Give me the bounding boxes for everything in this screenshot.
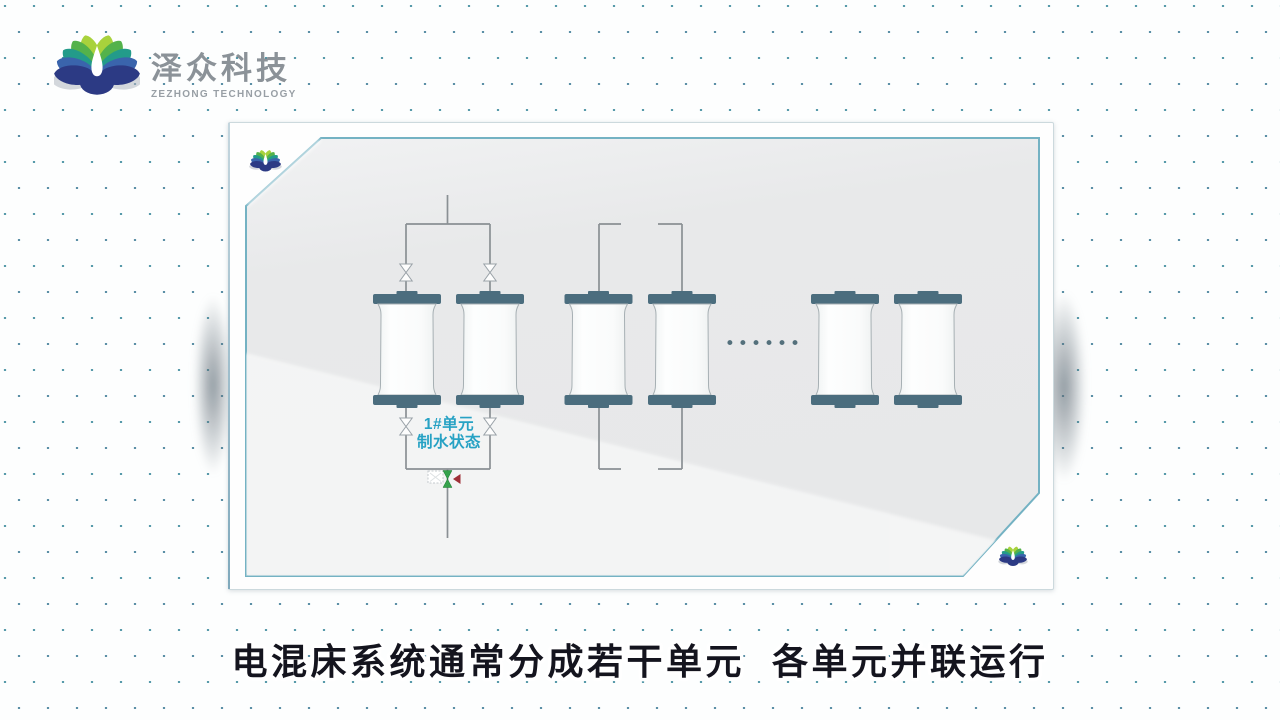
brand-logo-icon bbox=[54, 26, 140, 105]
brand-tagline: ZEZHONG TECHNOLOGY bbox=[151, 89, 297, 100]
ellipsis-dots: •••••• bbox=[724, 334, 804, 354]
vessel bbox=[373, 291, 441, 408]
green-valve-icon bbox=[442, 470, 453, 488]
unit-label-line1: 1#单元 bbox=[423, 416, 475, 433]
brand-name: 泽众科技 bbox=[151, 51, 291, 86]
caption: 电混床系统通常分成若干单元 各单元并联运行 bbox=[228, 638, 1049, 686]
panel-light-triangle bbox=[246, 353, 1039, 576]
diagram-card: 1#单元 制水状态 •••••• bbox=[228, 122, 1054, 590]
unit-label: 1#单元 制水状态 bbox=[409, 416, 489, 451]
vessel bbox=[894, 291, 962, 408]
panel-cut-glow bbox=[246, 138, 322, 207]
vessel bbox=[456, 291, 524, 408]
brand: 泽众科技 ZEZHONG TECHNOLOGY bbox=[54, 26, 297, 105]
vessel bbox=[811, 291, 879, 408]
badge-logo-icon bbox=[249, 149, 282, 171]
diagram bbox=[245, 137, 1040, 577]
caption-text: 电混床系统通常分成若干单元 各单元并联运行 bbox=[231, 641, 1048, 682]
vessel bbox=[564, 291, 633, 408]
badge-logo-icon bbox=[998, 546, 1028, 566]
red-arrow-icon bbox=[453, 474, 461, 484]
vessel bbox=[648, 291, 716, 408]
pipes bbox=[405, 195, 683, 538]
outlet-instrument bbox=[427, 470, 461, 488]
card-left-edge bbox=[228, 123, 230, 589]
card-shadow-left bbox=[194, 295, 232, 475]
unit-label-line2: 制水状态 bbox=[416, 433, 481, 451]
